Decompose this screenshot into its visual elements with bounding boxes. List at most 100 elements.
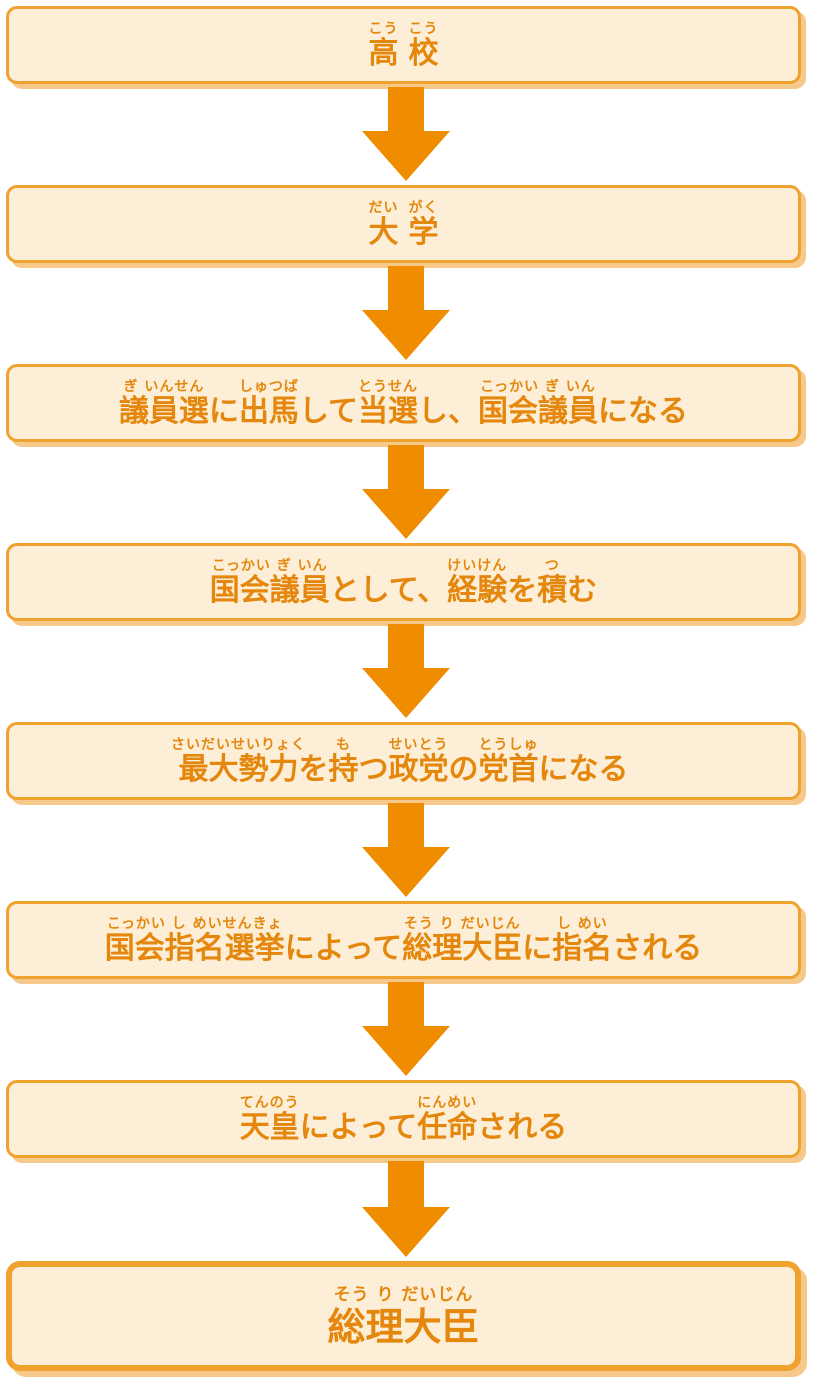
step-text: される (612, 931, 703, 966)
ruby-segment: される (612, 934, 702, 964)
ruby-segment: になる (598, 397, 688, 427)
step-text: 校 (408, 36, 439, 71)
step-text: になる (598, 394, 689, 429)
step-box-high-school: こう高 こう校 (6, 6, 801, 84)
ruby-segment: ぎ いんせん議員選 (119, 380, 209, 427)
ruby-segment: を (299, 755, 329, 785)
step-text: によって (299, 1110, 418, 1145)
ruby-segment: こっかい ぎ いん国会議員 (478, 380, 599, 429)
furigana: ぎ いんせん (123, 379, 205, 395)
step-text: して (298, 394, 359, 429)
step-text: 政党 (388, 752, 449, 787)
down-arrow-icon (362, 266, 450, 360)
step-box-party-leader: さいだいせいりょく最大勢力 を も持 つ せいとう政党 の とうしゅ党首 になる (6, 722, 801, 800)
step-text: によって (284, 931, 403, 966)
ruby-segment: になる (539, 755, 629, 785)
step-text: 出馬 (238, 394, 299, 429)
ruby-segment: そう り だいじん総理大臣 (402, 917, 523, 966)
ruby-segment: の (449, 755, 479, 785)
furigana: そう り だいじん (333, 1285, 474, 1305)
furigana: にんめい (417, 1095, 478, 1111)
furigana: し めい (556, 916, 608, 932)
down-arrow-icon (362, 982, 450, 1076)
step-box-prime-minister: そう り だいじん総理大臣 (6, 1261, 801, 1371)
ruby-segment: がく学 (409, 201, 439, 248)
ruby-segment: けいけん経験 (447, 559, 508, 608)
step-text: む (567, 573, 598, 608)
down-arrow-icon (362, 1161, 450, 1257)
step-box-nominated-pm: こっかい し めいせんきょ国会指名選挙 によって そう り だいじん総理大臣 に… (6, 901, 801, 979)
furigana: しゅつば (238, 379, 299, 395)
step-label: そう り だいじん総理大臣 (327, 1286, 480, 1349)
step-label: ぎ いんせん議員選 に しゅつば出馬 して とうせん当選 し、 こっかい ぎ い… (119, 379, 688, 427)
step-text: に (522, 931, 553, 966)
step-box-become-diet-member: ぎ いんせん議員選 に しゅつば出馬 して とうせん当選 し、 こっかい ぎ い… (6, 364, 801, 442)
step-text: に (208, 394, 239, 429)
furigana: こっかい ぎ いん (480, 379, 596, 395)
step-text: を (298, 752, 329, 787)
ruby-segment: こっかい ぎ いん国会議員 (209, 559, 330, 608)
ruby-segment: し めい指名 (552, 917, 613, 966)
ruby-segment: さいだいせいりょく最大勢力 (171, 738, 305, 787)
furigana: とうせん (358, 379, 419, 395)
step-text: 国会議員 (478, 394, 599, 429)
furigana: とうしゅ (478, 737, 539, 753)
furigana: こっかい し めいせんきょ (106, 916, 283, 932)
ruby-segment: こう高 (368, 22, 399, 71)
step-text: 当選 (358, 394, 419, 429)
ruby-segment: も持 (328, 738, 359, 787)
furigana: も (336, 737, 351, 753)
ruby-segment: によって (300, 1113, 418, 1143)
furigana: だい (368, 200, 399, 216)
furigana: こう (408, 21, 439, 37)
ruby-segment: そう り だいじん総理大臣 (327, 1287, 480, 1349)
step-text: 党首 (478, 752, 539, 787)
furigana: てんのう (239, 1095, 300, 1111)
down-arrow-icon (362, 87, 450, 181)
step-text: を (507, 573, 538, 608)
step-text: 指名 (552, 931, 613, 966)
furigana: がく (408, 200, 439, 216)
step-label: こっかい ぎ いん国会議員 として、 けいけん経験 を つ積 む (210, 558, 598, 606)
furigana: せいとう (388, 737, 449, 753)
furigana: そう り だいじん (403, 916, 521, 932)
step-box-appointed-by-emperor: てんのう天皇 によって にんめい任命 される (6, 1080, 801, 1158)
step-text: 持 (328, 752, 359, 787)
ruby-segment: し、 (418, 397, 478, 427)
ruby-segment: によって (285, 934, 403, 964)
down-arrow-icon (362, 445, 450, 539)
step-text: 任命 (417, 1110, 478, 1145)
step-label: こっかい し めいせんきょ国会指名選挙 によって そう り だいじん総理大臣 に… (105, 916, 703, 964)
ruby-segment: を (507, 576, 537, 606)
ruby-segment: して (299, 397, 358, 427)
step-text: になる (538, 752, 629, 787)
ruby-segment: こう校 (408, 22, 439, 71)
step-box-gain-experience: こっかい ぎ いん国会議員 として、 けいけん経験 を つ積 む (6, 543, 801, 621)
ruby-segment: とうせん当選 (358, 380, 419, 429)
step-text: として、 (329, 573, 448, 608)
step-text: 総理大臣 (327, 1305, 480, 1349)
ruby-segment: せいとう政党 (388, 738, 449, 787)
step-text: 総理大臣 (402, 931, 523, 966)
step-label: さいだいせいりょく最大勢力 を も持 つ せいとう政党 の とうしゅ党首 になる (171, 737, 629, 787)
ruby-segment: つ (359, 755, 389, 785)
step-box-university: だい大 がく学 (6, 185, 801, 263)
step-label: こう高 こう校 (369, 21, 439, 69)
ruby-segment: される (477, 1113, 567, 1143)
step-text: 国会指名選挙 (104, 931, 285, 966)
step-text: 最大勢力 (178, 752, 299, 787)
step-text: 国会議員 (209, 573, 330, 608)
ruby-segment: に (209, 397, 239, 427)
step-text: 大 (368, 215, 399, 250)
step-text: 経験 (447, 573, 508, 608)
step-text: つ (358, 752, 389, 787)
step-text: 高 (368, 36, 399, 71)
down-arrow-icon (362, 803, 450, 897)
furigana: こっかい ぎ いん (211, 558, 328, 574)
ruby-segment: として、 (330, 576, 448, 606)
step-text: し、 (418, 394, 479, 429)
ruby-segment: しゅつば出馬 (238, 380, 299, 429)
furigana: こう (368, 21, 399, 37)
step-text: の (448, 752, 479, 787)
